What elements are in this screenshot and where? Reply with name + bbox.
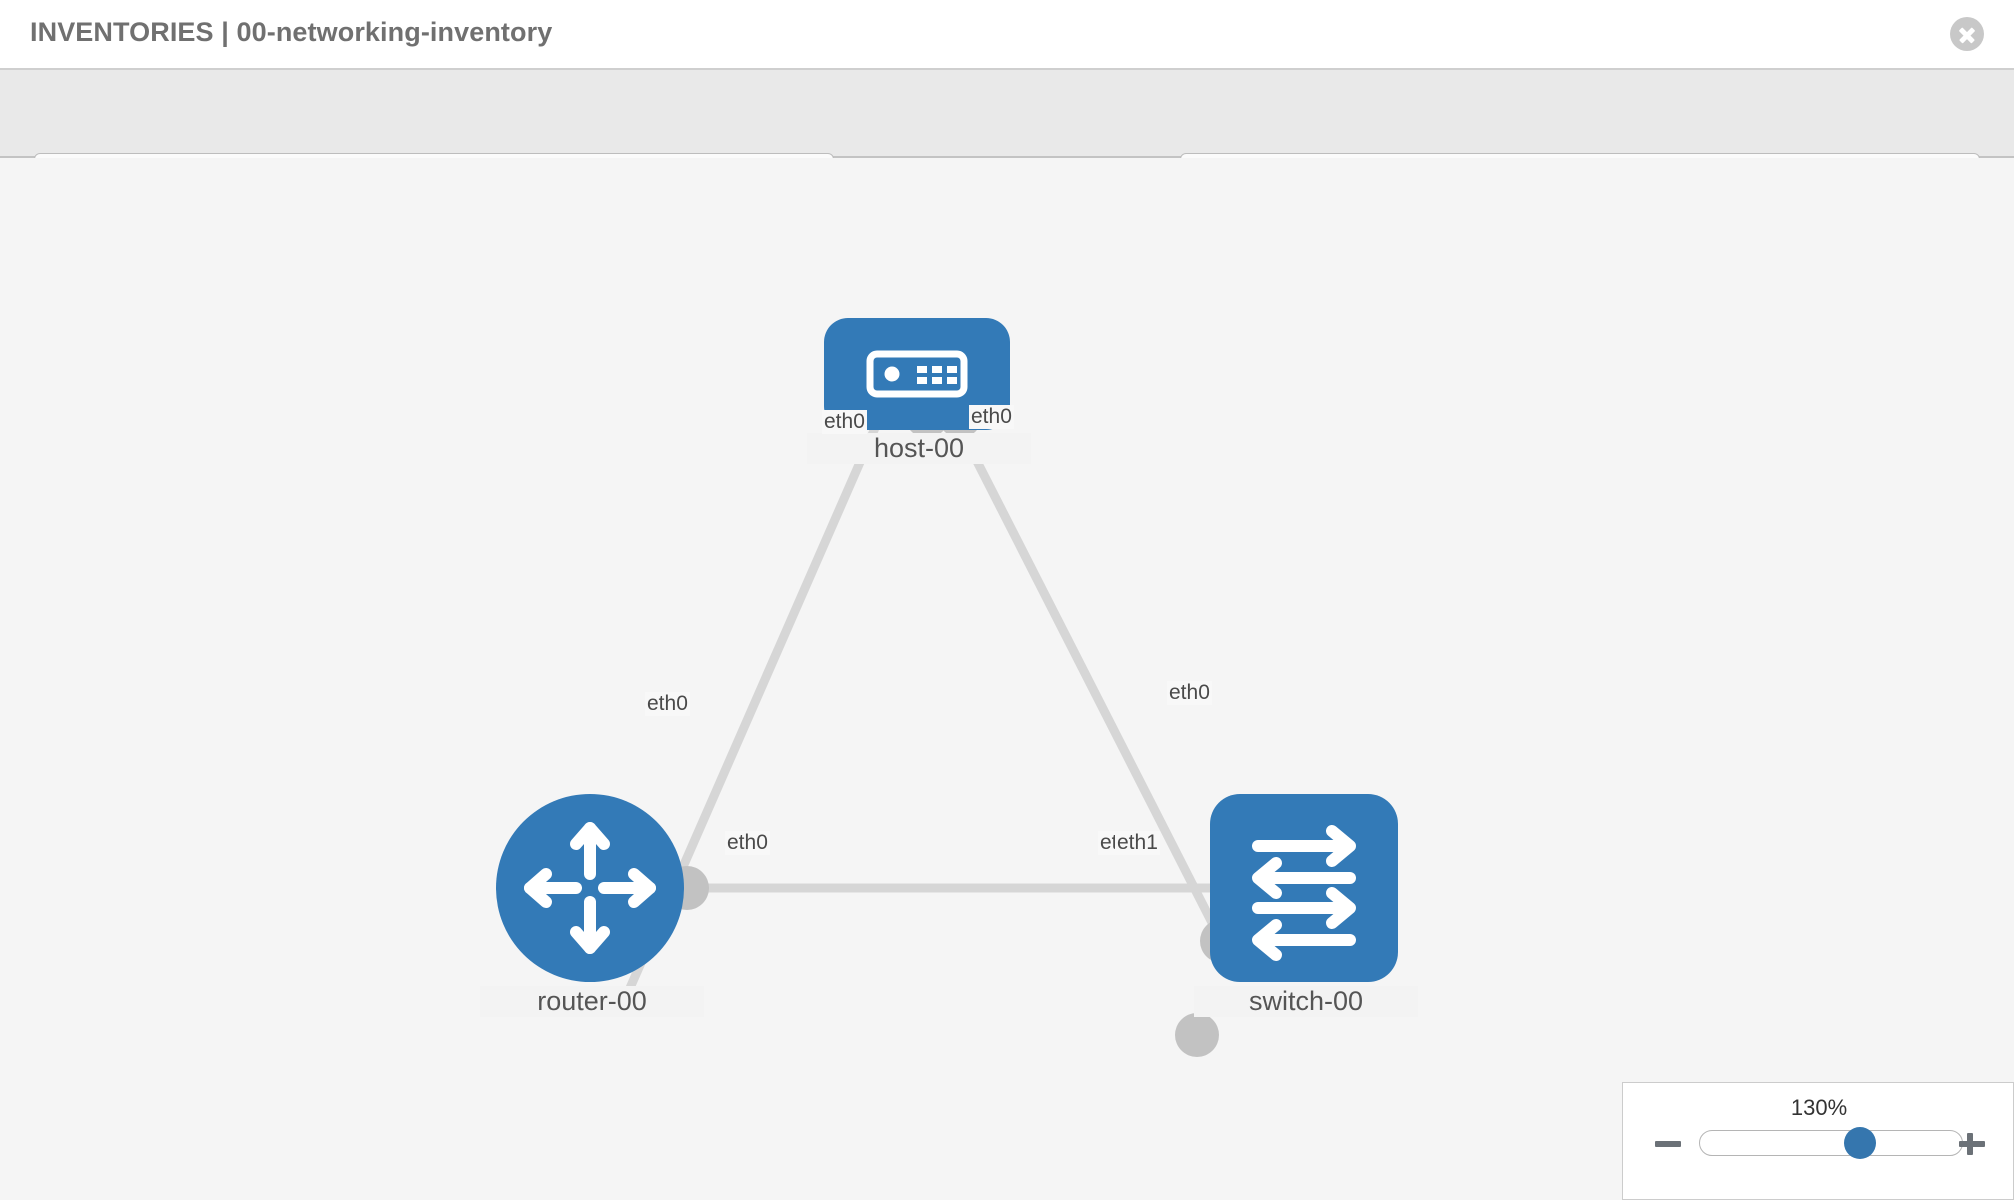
zoom-in-button[interactable] (1957, 1129, 1987, 1159)
zoom-slider-track[interactable] (1699, 1127, 1963, 1159)
topology-node-router-00[interactable]: router-00 (480, 794, 704, 1017)
edge-label-router-up: eth0 (645, 692, 690, 717)
edge-label-switch-left-b: eth1 (1115, 831, 1160, 856)
close-icon[interactable] (1950, 17, 1984, 51)
zoom-level-value: 130% (1790, 1095, 1848, 1120)
node-label-switch-00: switch-00 (1194, 986, 1418, 1017)
page-header: INVENTORIES | 00-networking-inventory (0, 0, 2014, 70)
edge-label-router-right: eth0 (725, 831, 770, 856)
node-label-router-00: router-00 (480, 986, 704, 1017)
zoom-out-button[interactable] (1653, 1129, 1683, 1159)
page-title: INVENTORIES | 00-networking-inventory (30, 17, 553, 47)
topology-edges (620, 425, 1235, 990)
edge-label-switch-up: eth0 (1167, 681, 1212, 706)
toolbar: ACTIONS SEARCH (0, 70, 2014, 207)
topology-canvas[interactable]: host-00 router-00 (0, 158, 2014, 1200)
switch-node-shape (1210, 794, 1398, 982)
node-label-host-00: host-00 (807, 433, 1031, 464)
edge-label-host-right: eth0 (969, 405, 1014, 430)
router-node-shape (496, 794, 684, 982)
edge-label-host-left: eth0 (822, 410, 867, 435)
topology-node-switch-00[interactable]: switch-00 (1194, 794, 1418, 1017)
zoom-control-panel: 130% (1622, 1082, 2014, 1200)
zoom-slider-thumb[interactable] (1843, 1127, 1876, 1159)
interface-nub-switch-left[interactable] (1175, 1013, 1219, 1057)
